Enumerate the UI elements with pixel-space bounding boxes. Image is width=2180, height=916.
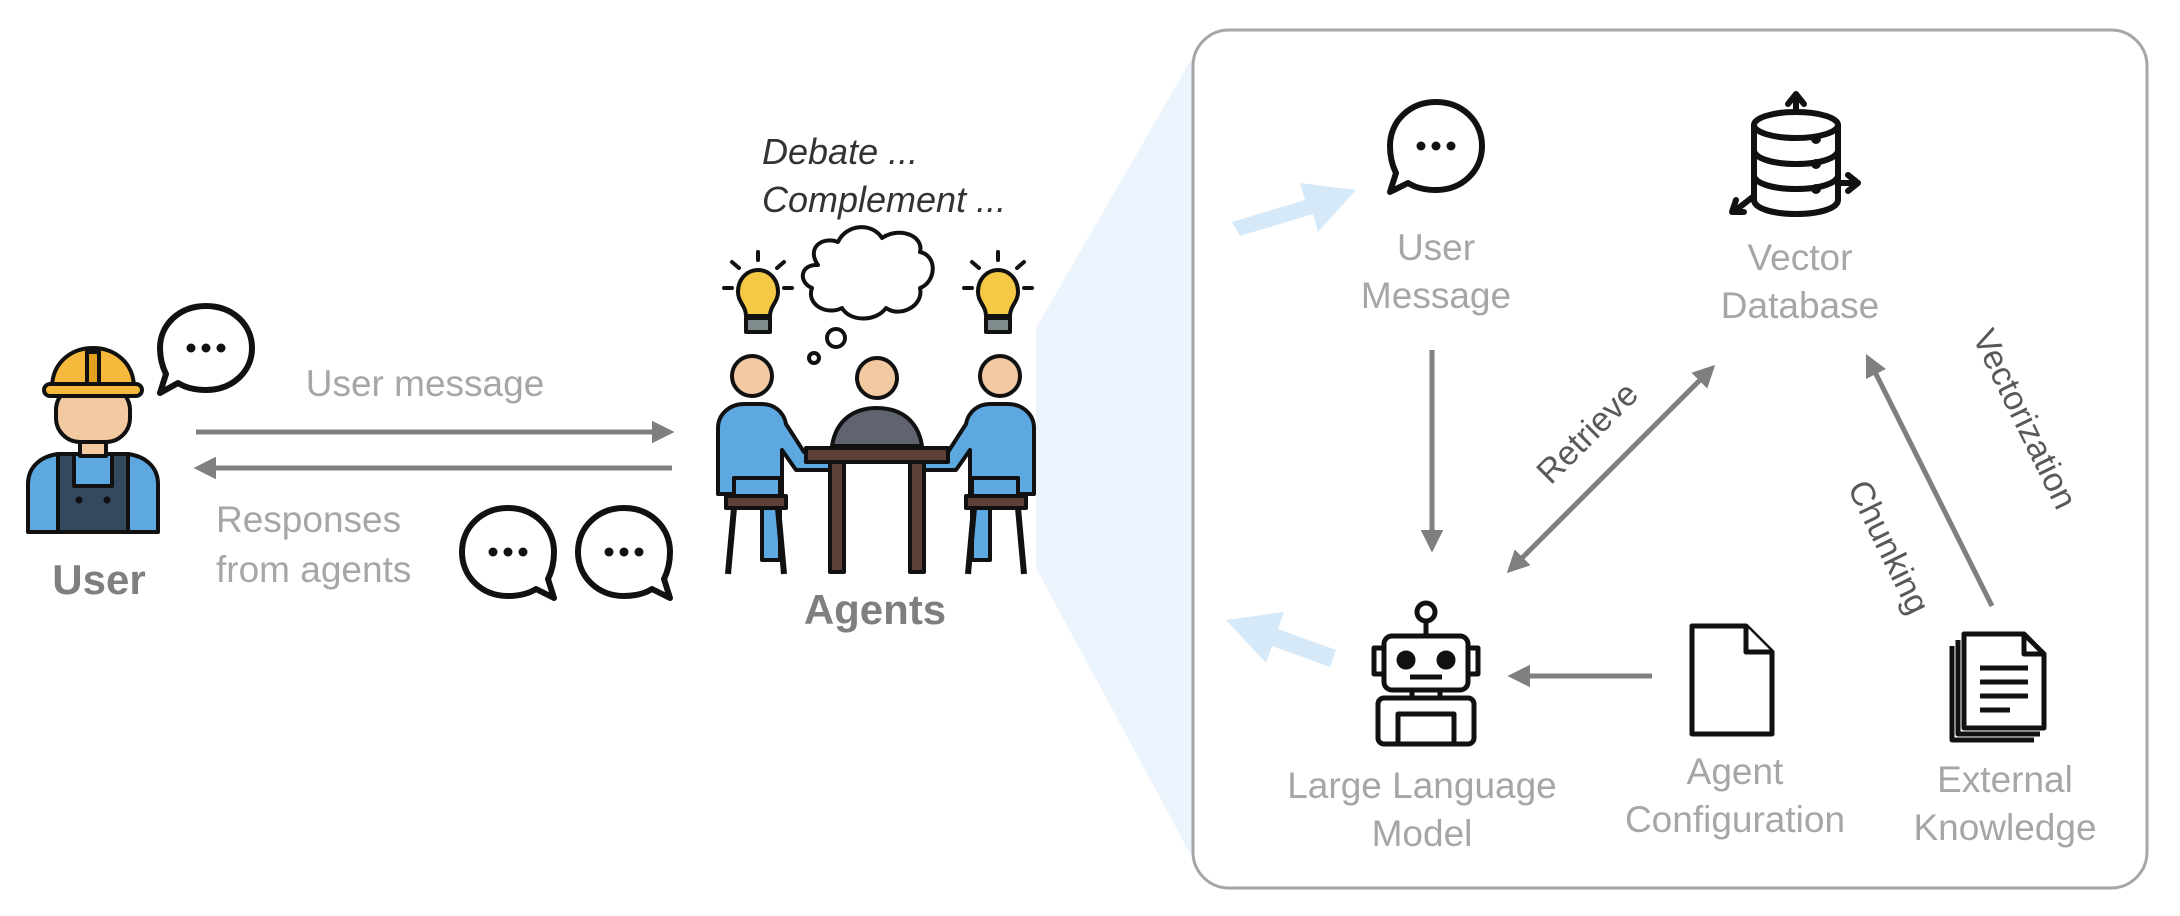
- team-meeting-icon: [716, 225, 1036, 575]
- vector-database-line2: Database: [1720, 285, 1880, 326]
- external-knowledge-line1: External: [1937, 759, 2073, 800]
- user-label: User: [52, 556, 146, 603]
- document-icon: [1689, 623, 1775, 737]
- speech-bubble-icon: [575, 505, 673, 601]
- vector-database-line1: Vector: [1747, 237, 1853, 278]
- speech-bubble-icon: [1387, 99, 1485, 195]
- agent-configuration-line1: Agent: [1686, 751, 1784, 792]
- panel-output-arrow: [1226, 612, 1336, 667]
- agent-configuration-line2: Configuration: [1624, 799, 1846, 840]
- speech-bubble-icon: [459, 505, 557, 601]
- agents-label: Agents: [803, 586, 947, 633]
- speech-bubble-icon: [157, 303, 255, 396]
- user-message-label: User message: [305, 363, 545, 404]
- agent-note-complement: Complement ...: [762, 179, 1007, 220]
- zoom-projection: [1036, 48, 1198, 868]
- llm-label-line1: Large Language: [1287, 765, 1557, 806]
- documents-stack-icon: [1949, 631, 2047, 743]
- vectorization-arrow: [1865, 353, 1995, 608]
- retrieve-arrow: [1506, 364, 1716, 574]
- panel-user-message-line1: User: [1396, 227, 1476, 268]
- panel-input-arrow: [1232, 183, 1356, 236]
- database-icon: [1729, 91, 1861, 217]
- agent-note-debate: Debate ...: [762, 131, 919, 172]
- responses-label-line1: Responses: [216, 499, 402, 540]
- llm-label-line2: Model: [1371, 813, 1473, 854]
- panel-user-message-line2: Message: [1360, 275, 1512, 316]
- worker-icon: [26, 346, 160, 534]
- responses-label-line2: from agents: [216, 549, 412, 590]
- robot-icon: [1371, 600, 1481, 747]
- external-knowledge-line2: Knowledge: [1913, 807, 2097, 848]
